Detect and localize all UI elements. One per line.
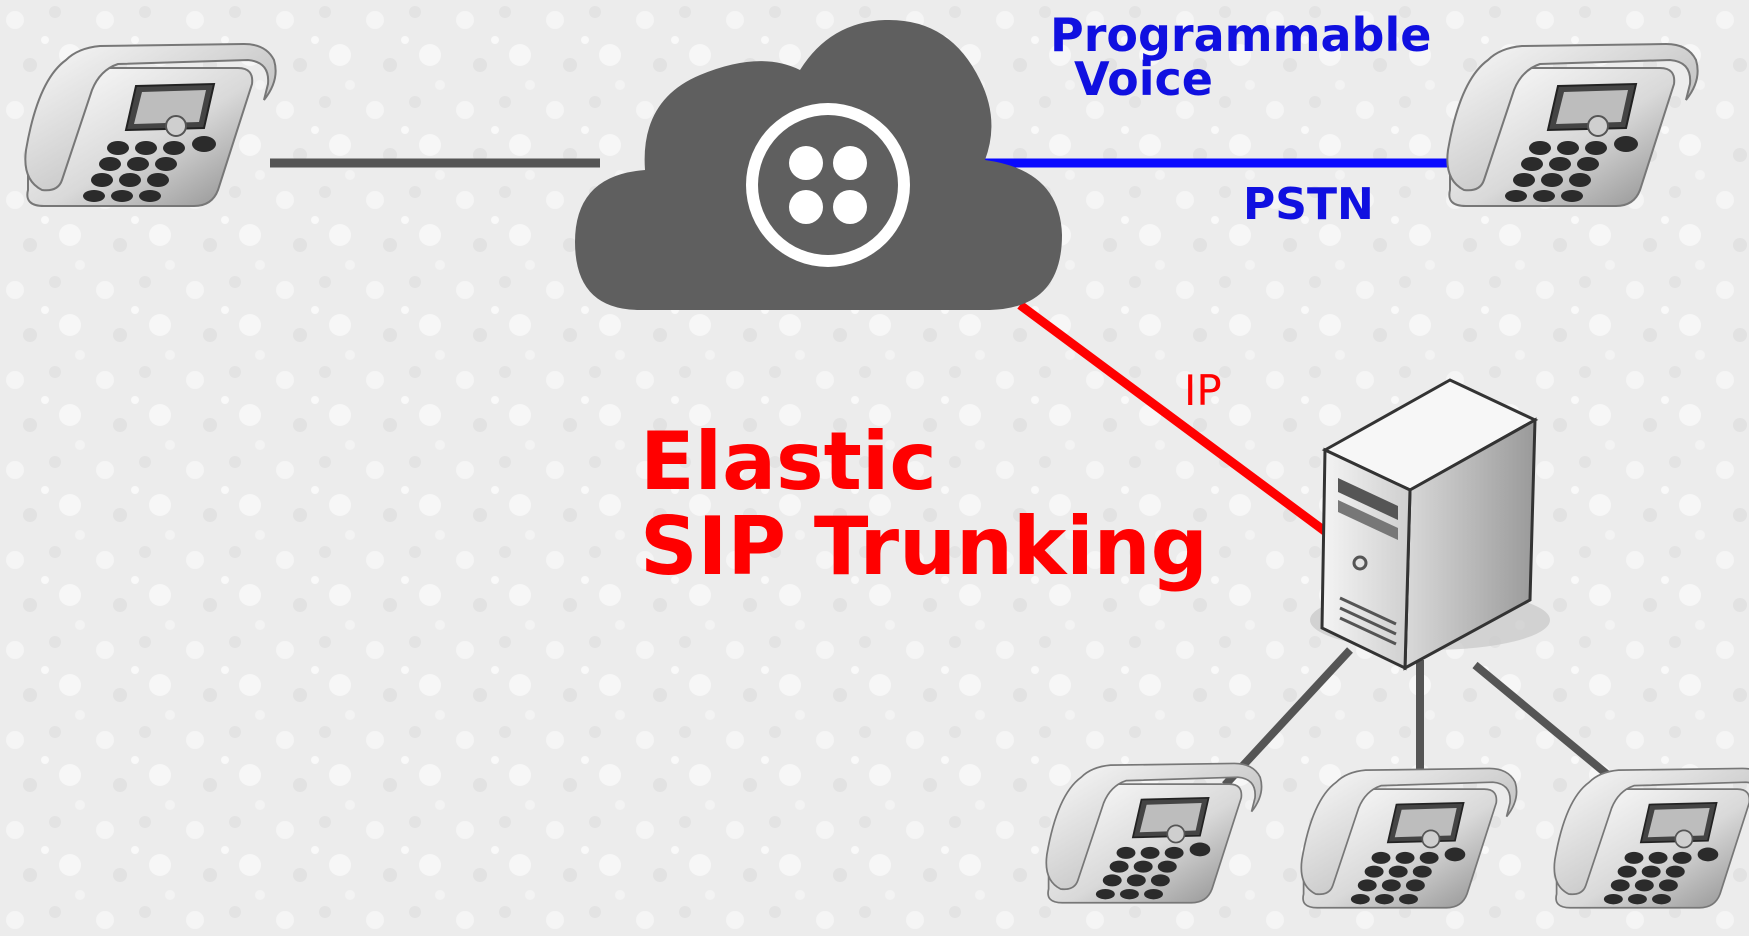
ip-label: IP: [1184, 366, 1222, 415]
server-to-phone-3-link: [1472, 661, 1623, 789]
elastic-sip-trunking-title: Elastic SIP Trunking: [640, 415, 1208, 593]
ip-link: [1017, 301, 1333, 539]
pbx-server-icon: [1310, 378, 1550, 671]
programmable-voice-label: Programmable Voice: [1050, 12, 1431, 106]
programmable-voice-line-1: Programmable: [1050, 8, 1432, 62]
desk-phone-icon-extension-3: [1553, 767, 1749, 909]
elastic-sip-trunking-line-2: SIP Trunking: [640, 499, 1208, 593]
programmable-voice-line-2: Voice: [1074, 51, 1213, 106]
pstn-label: PSTN: [1243, 179, 1374, 230]
twilio-cloud-icon: [575, 19, 1062, 310]
elastic-sip-trunking-line-1: Elastic: [640, 415, 937, 508]
server-to-phone-1-link: [1222, 647, 1353, 788]
